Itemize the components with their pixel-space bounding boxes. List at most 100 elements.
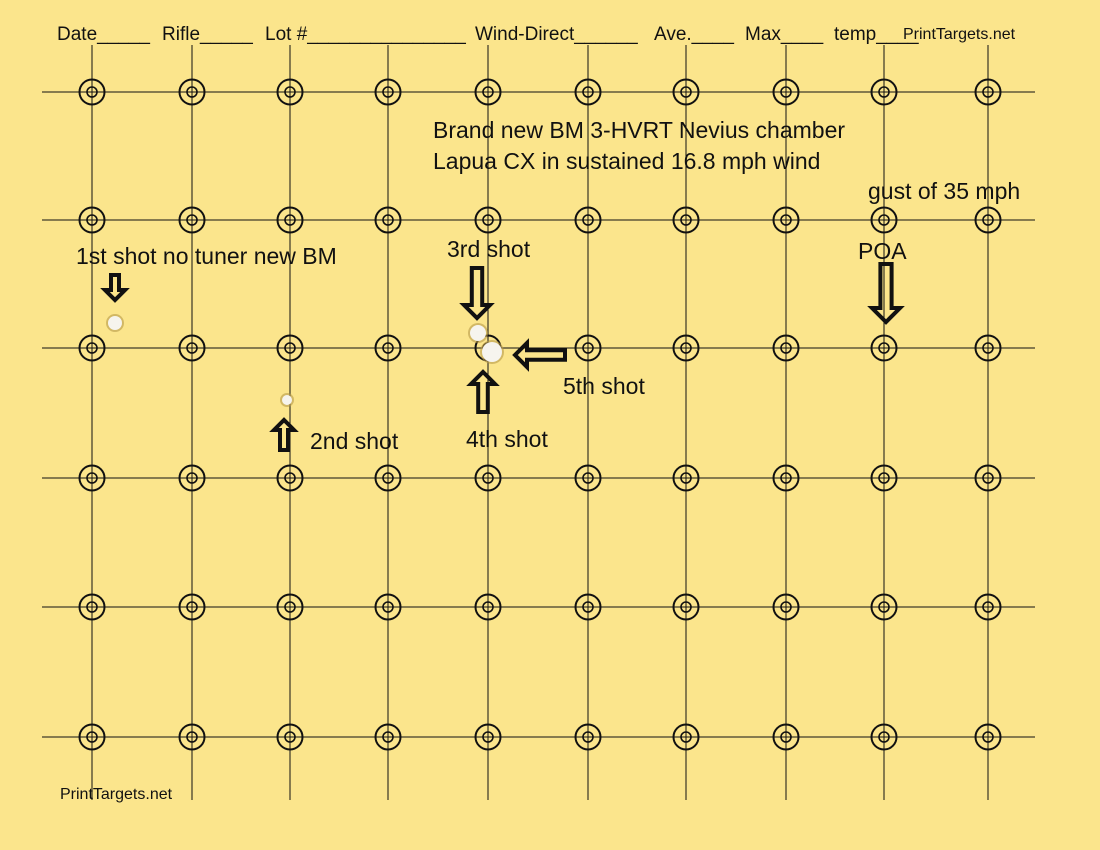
target-inner-ring — [186, 86, 198, 98]
bullet-hole — [282, 395, 292, 405]
target-outer-ring — [276, 334, 304, 362]
target-outer-ring — [574, 206, 602, 234]
target-outer-ring — [870, 334, 898, 362]
arrow-up-icon — [269, 417, 299, 452]
target-inner-ring — [982, 214, 994, 226]
target-inner-ring — [680, 601, 692, 613]
target-inner-ring — [186, 472, 198, 484]
target-outer-ring — [672, 206, 700, 234]
target-outer-ring — [374, 723, 402, 751]
gust-note: gust of 35 mph — [868, 178, 1021, 204]
target-outer-ring — [374, 78, 402, 106]
target-inner-ring — [680, 214, 692, 226]
lot-field-label: Lot #_______________ — [265, 24, 466, 45]
target-outer-ring — [870, 206, 898, 234]
bullet-hole — [470, 325, 486, 341]
target-inner-ring — [582, 472, 594, 484]
target-outer-ring — [772, 334, 800, 362]
target-outer-ring — [870, 723, 898, 751]
target-inner-ring — [982, 86, 994, 98]
target-outer-ring — [276, 593, 304, 621]
target-inner-ring — [780, 342, 792, 354]
target-inner-ring — [284, 472, 296, 484]
target-outer-ring — [78, 78, 106, 106]
target-inner-ring — [680, 342, 692, 354]
target-inner-ring — [878, 472, 890, 484]
target-inner-ring — [284, 731, 296, 743]
target-outer-ring — [78, 464, 106, 492]
target-inner-ring — [482, 86, 494, 98]
target-inner-ring — [382, 731, 394, 743]
target-inner-ring — [86, 86, 98, 98]
target-inner-ring — [780, 472, 792, 484]
target-outer-ring — [870, 593, 898, 621]
target-outer-ring — [574, 464, 602, 492]
wind-direction-field-label: Wind-Direct______ — [475, 24, 638, 45]
target-inner-ring — [382, 342, 394, 354]
target-inner-ring — [86, 472, 98, 484]
target-inner-ring — [982, 601, 994, 613]
target-inner-ring — [482, 601, 494, 613]
target-inner-ring — [186, 342, 198, 354]
shot1-label: 1st shot no tuner new BM — [76, 243, 337, 269]
target-inner-ring — [382, 86, 394, 98]
target-outer-ring — [178, 334, 206, 362]
target-outer-ring — [178, 464, 206, 492]
target-outer-ring — [974, 78, 1002, 106]
target-inner-ring — [186, 601, 198, 613]
target-outer-ring — [178, 206, 206, 234]
target-outer-ring — [374, 593, 402, 621]
target-inner-ring — [86, 214, 98, 226]
target-inner-ring — [284, 601, 296, 613]
target-outer-ring — [772, 593, 800, 621]
target-outer-ring — [672, 464, 700, 492]
target-inner-ring — [982, 342, 994, 354]
target-outer-ring — [974, 593, 1002, 621]
target-outer-ring — [474, 78, 502, 106]
target-inner-ring — [382, 601, 394, 613]
target-inner-ring — [878, 601, 890, 613]
target-outer-ring — [374, 334, 402, 362]
target-inner-ring — [86, 342, 98, 354]
arrow-left-icon — [512, 338, 567, 372]
target-outer-ring — [276, 206, 304, 234]
brand-header: PrintTargets.net — [903, 26, 1016, 43]
target-inner-ring — [284, 342, 296, 354]
target-outer-ring — [78, 723, 106, 751]
poa-label: POA — [858, 238, 907, 264]
bullet-hole — [482, 342, 502, 362]
arrow-down-icon — [459, 266, 495, 321]
target-outer-ring — [178, 723, 206, 751]
target-outer-ring — [574, 78, 602, 106]
target-outer-ring — [672, 334, 700, 362]
target-inner-ring — [284, 86, 296, 98]
target-inner-ring — [582, 342, 594, 354]
target-outer-ring — [772, 206, 800, 234]
target-outer-ring — [374, 464, 402, 492]
target-inner-ring — [582, 731, 594, 743]
target-outer-ring — [974, 206, 1002, 234]
title-line-1: Brand new BM 3-HVRT Nevius chamber — [433, 117, 846, 143]
rifle-field-label: Rifle_____ — [162, 24, 253, 45]
arrow-down-icon — [100, 273, 130, 303]
target-inner-ring — [878, 214, 890, 226]
shot3-label: 3rd shot — [447, 236, 531, 262]
brand-footer: PrintTargets.net — [60, 786, 173, 803]
target-inner-ring — [482, 731, 494, 743]
target-inner-ring — [680, 731, 692, 743]
target-inner-ring — [780, 86, 792, 98]
target-inner-ring — [582, 214, 594, 226]
target-inner-ring — [482, 214, 494, 226]
shot5-label: 5th shot — [563, 373, 645, 399]
average-field-label: Ave.____ — [654, 24, 734, 45]
target-inner-ring — [284, 214, 296, 226]
target-outer-ring — [474, 206, 502, 234]
target-outer-ring — [870, 464, 898, 492]
target-outer-ring — [974, 723, 1002, 751]
target-outer-ring — [974, 464, 1002, 492]
target-outer-ring — [574, 593, 602, 621]
target-inner-ring — [878, 342, 890, 354]
date-field-label: Date_____ — [57, 24, 150, 45]
target-inner-ring — [982, 472, 994, 484]
target-outer-ring — [78, 206, 106, 234]
